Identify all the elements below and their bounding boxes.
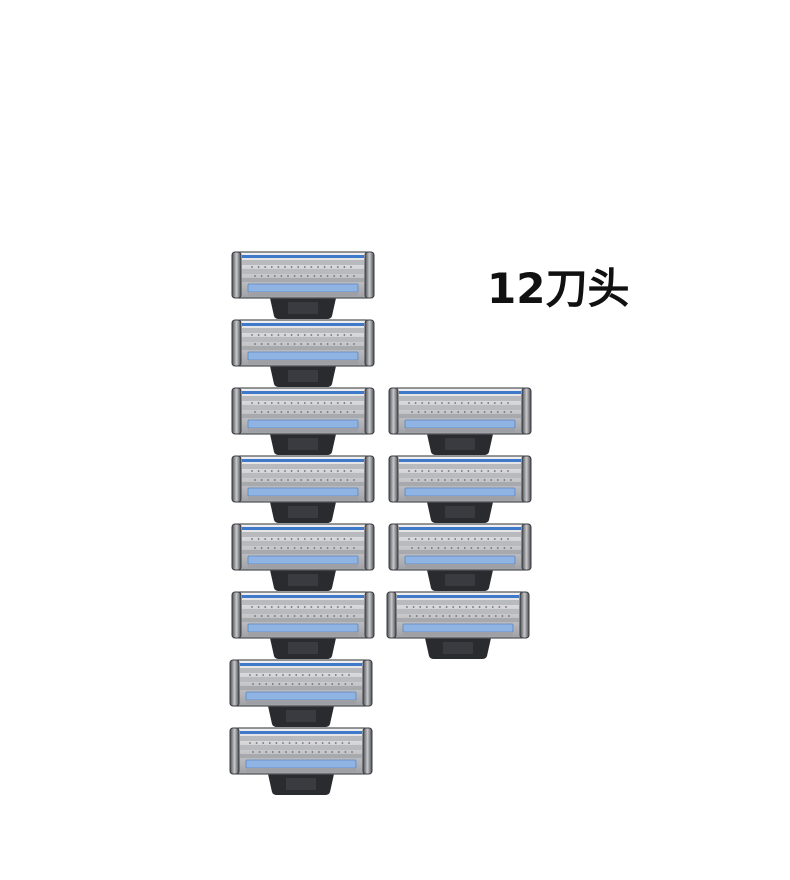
razor-cartridge <box>226 726 376 796</box>
razor-cartridge <box>385 454 535 524</box>
razor-cartridge <box>385 386 535 456</box>
razor-cartridge <box>228 318 378 388</box>
razor-cartridge <box>228 454 378 524</box>
razor-cartridge <box>228 522 378 592</box>
razor-cartridge <box>228 590 378 660</box>
razor-cartridge <box>385 522 535 592</box>
razor-cartridge <box>383 590 533 660</box>
razor-cartridge <box>228 386 378 456</box>
razor-cartridge <box>228 250 378 320</box>
razor-cartridge <box>226 658 376 728</box>
blade-count-caption: 12刀头 <box>487 264 630 313</box>
